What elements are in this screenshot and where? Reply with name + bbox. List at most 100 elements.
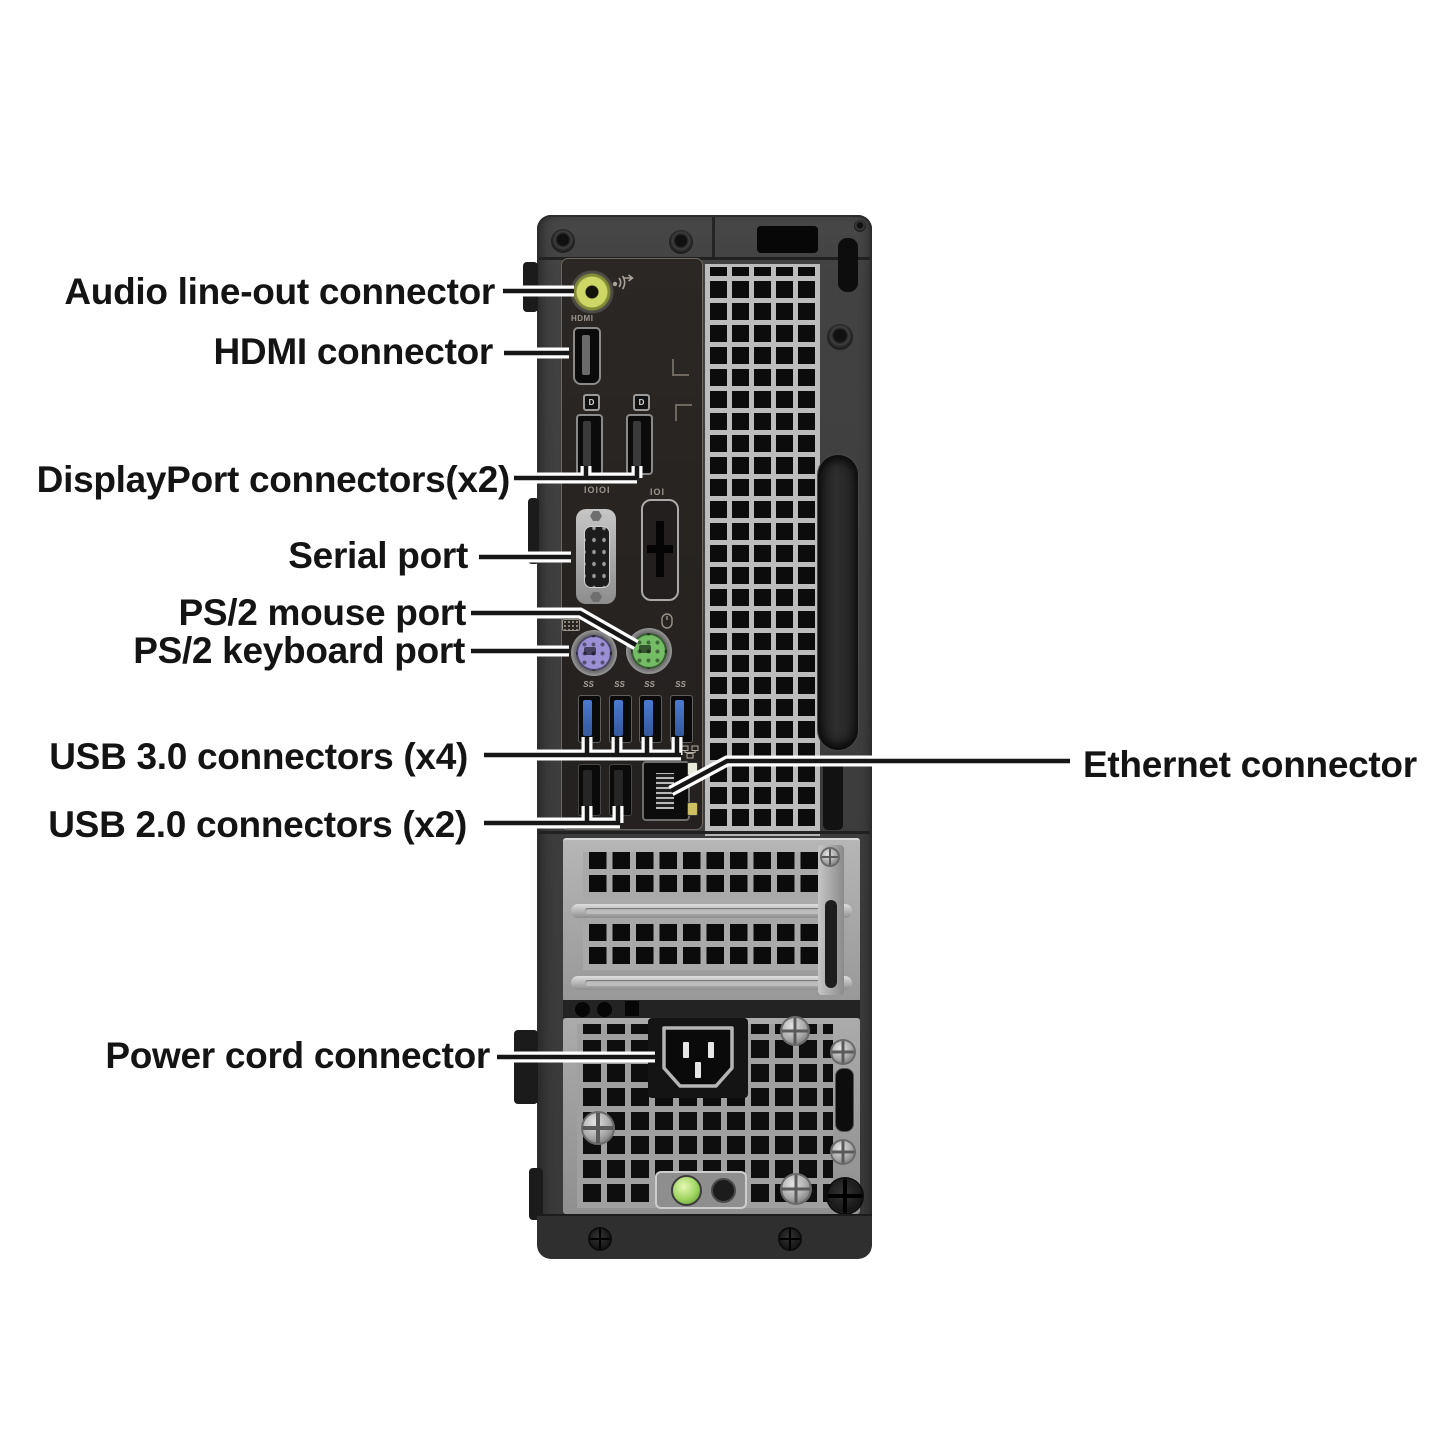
serial-port [576, 509, 616, 604]
hdmi-marking: HDMI [571, 314, 594, 323]
label-serial: Serial port [288, 535, 468, 576]
vent-hole [575, 1002, 590, 1017]
mid-seam [539, 831, 870, 834]
usb3-superspeed-icon: SS [675, 680, 686, 689]
usb2-tongue [614, 770, 623, 808]
io-panel: HDMI D D IOIOI IOI [561, 258, 703, 830]
ps2-key-slot [639, 645, 651, 653]
vent-grid [705, 264, 820, 836]
ethernet-led-activity [687, 762, 698, 776]
usb3-tongue [583, 700, 592, 736]
chassis-tab [523, 262, 538, 312]
usb3-port-4 [670, 695, 693, 743]
label-displayport: DisplayPort connectors(x2) [36, 459, 511, 500]
audio-out-icon [612, 274, 634, 290]
ps2-keyboard-port [571, 630, 617, 676]
displayport-tongue [633, 421, 641, 466]
screw [822, 849, 838, 865]
screw [583, 1113, 613, 1143]
usb3-superspeed-icon: SS [644, 680, 655, 689]
displayport-port-1 [576, 414, 603, 475]
usb2-port-1 [578, 764, 601, 816]
slot-divider-pill [585, 908, 838, 914]
chassis-tab [528, 498, 539, 564]
label-hdmi: HDMI connector [213, 331, 494, 372]
usb3-superspeed-icon: SS [614, 680, 625, 689]
keyboard-icon [562, 619, 580, 631]
serial-marking: IOIOI [584, 485, 611, 495]
psu-top-band [563, 1000, 860, 1018]
usb3-tongue [644, 700, 653, 736]
padlock-slot [835, 1068, 854, 1132]
psu-test-button [711, 1178, 736, 1203]
slot-cover-vent-2 [583, 924, 818, 970]
screw [590, 1229, 610, 1249]
mouse-icon [661, 613, 673, 629]
label-ps2-mouse: PS/2 mouse port [178, 592, 467, 633]
knockout-slot [647, 545, 673, 553]
bottom-bezel [537, 1214, 872, 1259]
slot-cover-vent-1 [583, 852, 818, 898]
screw [827, 324, 853, 350]
usb3-tongue [614, 700, 623, 736]
label-usb3: USB 3.0 connectors (x4) [49, 736, 468, 777]
ps2-key-slot [584, 647, 596, 655]
ethernet-port [642, 761, 702, 821]
side-handle-recess [818, 455, 858, 750]
screw [832, 1041, 854, 1063]
displayport-port-2 [626, 414, 653, 475]
screw [782, 1175, 810, 1203]
displayport-tongue [583, 421, 591, 466]
hdmi-port-tongue [582, 335, 590, 375]
chassis-tab [529, 1168, 543, 1220]
screw [854, 220, 866, 232]
power-supply-plate [563, 1018, 860, 1214]
serial-knockout-marking: IOI [650, 487, 666, 497]
usb3-superspeed-icon: SS [583, 680, 594, 689]
computer-tower: HDMI D D IOIOI IOI [514, 215, 872, 1259]
ethernet-contacts [656, 773, 674, 809]
slot-divider-bar [571, 904, 852, 918]
usb2-port-2 [609, 764, 632, 816]
ps2-mouse-port [626, 628, 672, 674]
usb3-port-3 [639, 695, 662, 743]
vent-hole [597, 1002, 612, 1017]
serial-knockout-plate [641, 499, 679, 601]
usb3-port-1 [578, 695, 601, 743]
power-cord-connector [662, 1026, 734, 1088]
label-ethernet: Ethernet connector [1083, 744, 1417, 785]
panel-corner-mark [675, 404, 692, 421]
usb2-tongue [583, 770, 592, 808]
label-usb2: USB 2.0 connectors (x2) [48, 804, 467, 845]
power-inlet-block [648, 1018, 748, 1098]
psu-status-led [671, 1175, 702, 1206]
card-retention-bracket [818, 845, 844, 995]
displayport-logo-icon: D [633, 394, 650, 411]
usb3-tongue [675, 700, 684, 736]
usb3-port-2 [609, 695, 632, 743]
retention-lever [825, 900, 837, 988]
top-cutout [757, 226, 818, 253]
audio-line-out-port [570, 270, 614, 314]
label-audio-line-out: Audio line-out connector [64, 271, 495, 312]
vent-hole-square [625, 1001, 639, 1016]
serial-hex-nut [590, 592, 602, 602]
psu-indicator-box [655, 1171, 747, 1209]
screw [832, 1141, 854, 1163]
label-ps2-keyboard: PS/2 keyboard port [133, 630, 465, 671]
screw [551, 229, 575, 253]
hdmi-port [573, 327, 601, 385]
network-icon [681, 745, 699, 759]
slot-divider-pill [585, 980, 838, 986]
serial-dsub [584, 526, 610, 588]
label-power: Power cord connector [105, 1035, 490, 1076]
expansion-slot-area [563, 838, 860, 1002]
security-slot [838, 238, 858, 292]
screw [780, 1229, 800, 1249]
chassis-tab [514, 1030, 538, 1104]
panel-corner-mark [672, 359, 689, 376]
slot-divider-bar [571, 976, 852, 990]
top-seam [539, 257, 870, 260]
serial-hex-nut [590, 511, 602, 521]
